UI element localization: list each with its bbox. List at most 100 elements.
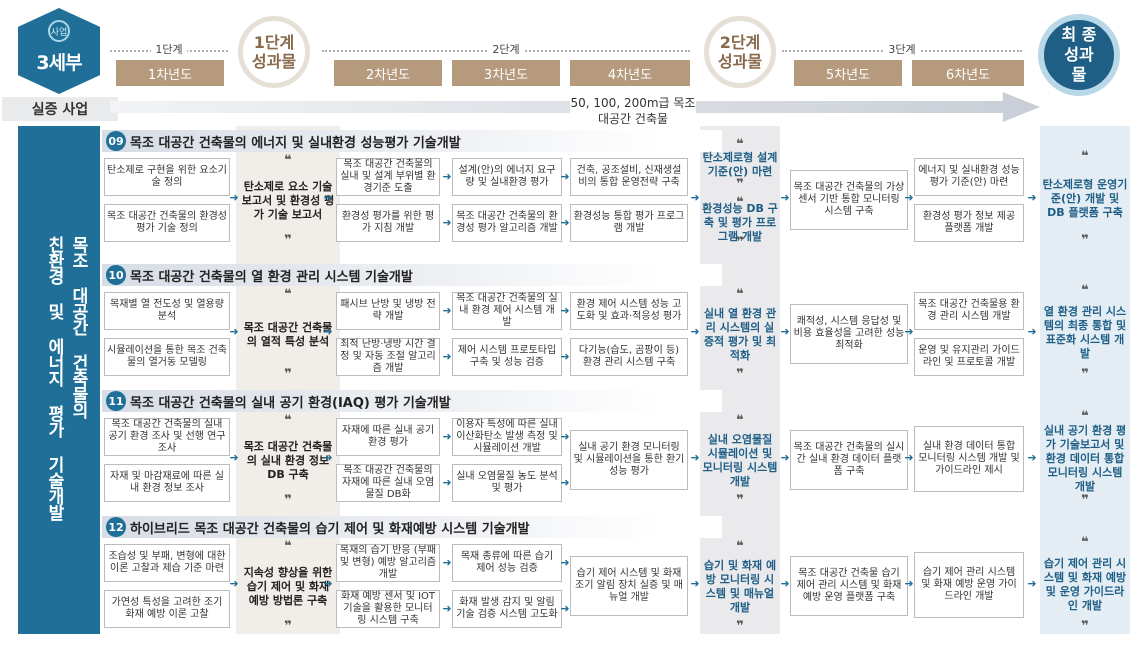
section-10-header: [102, 264, 722, 286]
section-10-y6-task-bottom: 운영 및 유지관리 가이드 라인 및 프로토콜 개발: [914, 338, 1024, 376]
section-10-arrow-6: ➜: [780, 325, 790, 338]
section-11-arrow-8: ➜: [1027, 451, 1037, 464]
section-11-y3-task-bottom: 실내 오염물질 농도 분석 및 평가: [452, 464, 562, 502]
section-10-arrow-2: ➜: [323, 325, 333, 338]
section-09-stage1-result: 탄소제로 요소 기술 보고서 및 환경성 평가 기술 보고서: [241, 180, 335, 221]
year-1: 1차년도: [116, 60, 224, 86]
left-category-title-line1: 친환경 및 에너지 평가 기술개발: [44, 236, 64, 520]
section-12-final-result: 습기 제어 관리 시스템 및 화재 예방 및 운영 가이드라인 개발: [1043, 557, 1127, 612]
section-11-arrow-7: ➜: [904, 451, 914, 464]
milestone-2: 2단계 성과물: [704, 16, 776, 88]
section-09-y5-task: 목조 대공간 건축물의 가상센서 기반 통합 모니터링 시스템 구축: [790, 170, 908, 230]
section-12-y4-task: 습기 제어 시스템 및 화재 조기 알림 장치 실증 및 매뉴얼 개발: [570, 556, 688, 616]
section-11-number-badge: 11: [106, 391, 126, 411]
stage-2-label: 2단계: [322, 38, 690, 60]
section-09-y1-task-top: 탄소제로 구현을 위한 요소기술 정의: [104, 158, 230, 196]
section-11-stage2-result-close-quote: ❞: [736, 493, 744, 508]
section-09-final-result: 탄소제로형 운영기준(안) 개발 및 DB 플랫폼 구축: [1042, 178, 1128, 219]
section-09-y2-task-top: 목조 대공간 건축물의 실내 및 설계 부위별 환경기준 도출: [336, 158, 440, 196]
section-09-stage2-result-top-open-quote: ❝: [736, 137, 744, 152]
section-12-arrow-6: ➜: [780, 577, 790, 590]
section-12-stage2-result-open-quote: ❝: [736, 539, 744, 554]
section-12-arrow-3b: ➜: [442, 602, 452, 615]
section-09-title: 목조 대공간 건축물의 에너지 및 실내환경 성능평가 기술개발: [130, 135, 461, 151]
hex-logo-icon: 사업: [48, 20, 70, 42]
section-10-y3-task-top: 목조 대공간 건축물의 실내 환경 제어 시스템 개발: [452, 292, 562, 330]
section-12-stage1-result-close-quote: ❞: [284, 619, 292, 634]
section-11-y2-task-top: 자재에 따른 실내 공기 환경 평가: [336, 418, 440, 456]
section-09-arrow-7: ➜: [904, 191, 914, 204]
section-10-y6-task-top: 목조 대공간 건축물용 환경 관리 시스템 개발: [914, 292, 1024, 330]
section-09-final-result-close-quote: ❞: [1081, 233, 1089, 248]
year-3: 3차년도: [452, 60, 560, 86]
section-10-final-result-close-quote: ❞: [1081, 367, 1089, 382]
section-12-arrow-1: ➜: [229, 577, 239, 590]
section-11-arrow-3b: ➜: [442, 476, 452, 489]
final-milestone: 최 종 성과물: [1038, 14, 1120, 96]
section-11-stage1-result: 목조 대공간 건축물의 실내 환경 정보 DB 구축: [243, 440, 333, 481]
section-10-arrow-1: ➜: [229, 325, 239, 338]
section-09-y2-task-bottom: 환경성 평가를 위한 평가 지침 개발: [336, 204, 440, 242]
section-10-arrow-4b: ➜: [560, 350, 570, 363]
section-12-stage2-result-close-quote: ❞: [736, 619, 744, 634]
section-09-stage1-result-open-quote: ❝: [284, 153, 292, 168]
final-result-column: [1040, 126, 1130, 634]
section-09-stage2-result-top: 탄소제로형 설계기준(안) 마련: [702, 151, 778, 178]
left-category-bar: [18, 126, 100, 634]
section-09-stage1-result-close-quote: ❞: [284, 233, 292, 248]
section-09-arrow-4a: ➜: [560, 170, 570, 183]
section-11-arrow-6: ➜: [780, 451, 790, 464]
section-11-y4-task: 실내 공기 환경 모니터링 및 시뮬레이션을 통한 환기 성능 평가: [570, 430, 688, 490]
section-09-stage2-result-top-close-quote: ❞: [736, 177, 744, 192]
section-09-final-result-open-quote: ❝: [1081, 149, 1089, 164]
section-09-y1-task-bottom: 목조 대공간 건축물의 환경성 평가 기술 정의: [104, 204, 230, 242]
section-12-arrow-5: ➜: [690, 577, 700, 590]
section-10-number-badge: 10: [106, 265, 126, 285]
section-12-y2-task-top: 목재의 습기 반응 (부패 및 변형) 예방 알고리즘 개발: [336, 544, 440, 582]
section-10-arrow-3b: ➜: [442, 350, 452, 363]
section-10-y2-task-bottom: 최적 난방·냉방 시간 결정 및 자동 조절 알고리즘 개발: [336, 338, 440, 376]
section-11-y5-task: 목조 대공간 건축물의 실시간 실내 환경 데이터 플랫폼 구축: [790, 430, 908, 490]
section-09-arrow-5: ➜: [690, 191, 700, 204]
section-10-y2-task-top: 패시브 난방 및 냉방 전략 개발: [336, 292, 440, 330]
section-12-y2-task-bottom: 화재 예방 센서 및 IOT 기술을 활용한 모니터링 시스템 구축: [336, 590, 440, 628]
section-09-arrow-2: ➜: [323, 191, 333, 204]
section-09-arrow-3a: ➜: [442, 170, 452, 183]
stage-3-label: 3단계: [782, 38, 1022, 60]
section-10-y4-task-top: 환경 제어 시스템 성능 고도화 및 효과·적응성 평가: [570, 292, 688, 330]
section-11-stage2-result: 실내 오염물질 시뮬레이션 및 모니터링 시스템 개발: [702, 433, 778, 488]
section-12-arrow-2: ➜: [323, 577, 333, 590]
section-10-y5-task: 쾌적성, 시스템 응답성 및 비용 효율성을 고려한 성능 최적화: [790, 304, 908, 364]
section-12-title: 하이브리드 목조 대공간 건축물의 습기 제어 및 화재예방 시스템 기술개발: [130, 521, 530, 537]
section-09-y3-task-top: 설계(안)의 에너지 요구량 및 실내환경 평가: [452, 158, 562, 196]
section-11-stage1-result-open-quote: ❝: [284, 413, 292, 428]
section-11-arrow-4b: ➜: [560, 476, 570, 489]
section-09-arrow-6: ➜: [780, 191, 790, 204]
section-12-arrow-7: ➜: [904, 577, 914, 590]
section-09-stage2-result-bottom-close-quote: ❞: [736, 235, 744, 250]
section-09-y4-task-top: 건축, 공조설비, 신재생설비의 통합 운영전략 구축: [570, 158, 688, 196]
section-11-final-result-open-quote: ❝: [1081, 409, 1089, 424]
stage-1-label: 1단계: [110, 38, 228, 60]
stage2-result-column: [700, 126, 780, 634]
section-09-stage2-result-bottom-open-quote: ❝: [736, 195, 744, 210]
section-11-arrow-1: ➜: [229, 451, 239, 464]
section-11-stage2-result-open-quote: ❝: [736, 413, 744, 428]
section-11-arrow-3a: ➜: [442, 430, 452, 443]
section-12-final-result-close-quote: ❞: [1081, 619, 1089, 634]
section-11-header: [102, 390, 722, 412]
section-09-y3-task-bottom: 목조 대공간 건축물의 환경성 평가 알고리즘 개발: [452, 204, 562, 242]
section-10-title: 목조 대공간 건축물의 열 환경 관리 시스템 기술개발: [130, 269, 413, 285]
section-10-y1-task-top: 목재별 열 전도성 및 열용량 분석: [104, 292, 230, 330]
year-6: 6차년도: [912, 60, 1024, 86]
hex-subtitle: 실증 사업: [2, 97, 118, 121]
section-10-stage2-result-close-quote: ❞: [736, 367, 744, 382]
section-11-y6-task: 실내 환경 데이터 통합 모니터링 시스템 개발 및 가이드라인 제시: [914, 426, 1024, 492]
section-12-arrow-4a: ➜: [560, 556, 570, 569]
year-4: 4차년도: [570, 60, 690, 86]
section-10-arrow-8: ➜: [1027, 325, 1037, 338]
stage1-result-column: [236, 126, 340, 634]
section-11-y1-task-top: 목조 대공간 건축물의 실내 공기 환경 조사 및 선행 연구 조사: [104, 418, 230, 456]
section-09-y6-task-bottom: 환경성 평가 정보 제공 플랫폼 개발: [914, 204, 1024, 242]
year-5: 5차년도: [794, 60, 902, 86]
